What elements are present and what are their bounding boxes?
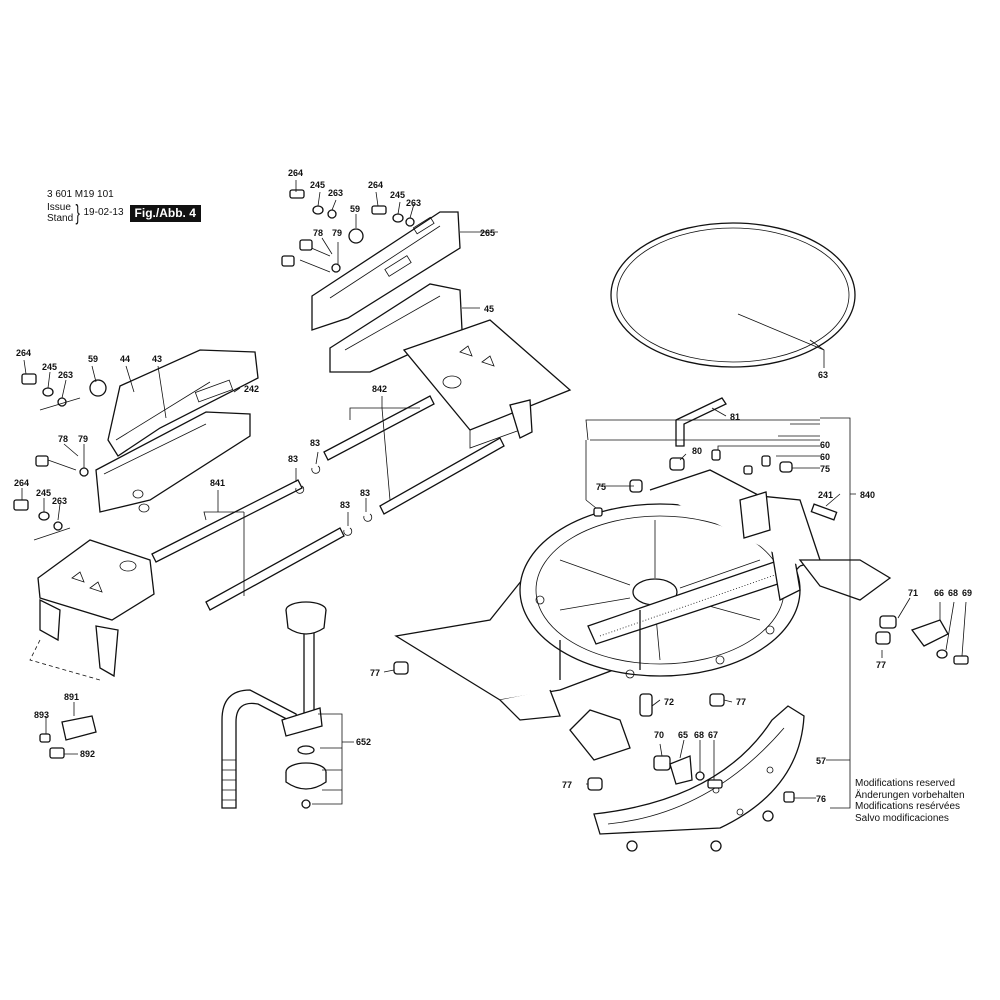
fence-plate-265 xyxy=(311,211,461,331)
callout-892: 892 xyxy=(80,749,95,759)
callout-68: 68 xyxy=(694,730,704,740)
callout-70: 70 xyxy=(654,730,664,740)
callout-77: 77 xyxy=(370,668,380,678)
callout-60: 60 xyxy=(820,452,830,462)
stand-label: Stand xyxy=(47,213,74,224)
note-line: Änderungen vorbehalten xyxy=(855,789,965,801)
fence-44 xyxy=(107,349,259,457)
ring-part-63 xyxy=(610,222,856,368)
fence-43 xyxy=(95,411,251,513)
callout-57: 57 xyxy=(816,756,826,766)
note-line: Modifications resérvées xyxy=(855,801,961,812)
callout-45: 45 xyxy=(484,304,494,314)
callout-79: 79 xyxy=(332,228,342,238)
rod-841 xyxy=(151,479,345,611)
callout-891: 891 xyxy=(64,692,79,702)
callout-78: 78 xyxy=(58,434,68,444)
callout-242: 242 xyxy=(244,384,259,394)
callout-840: 840 xyxy=(860,490,875,500)
callout-44: 44 xyxy=(120,354,130,364)
callout-245: 245 xyxy=(390,190,405,200)
callout-83: 83 xyxy=(340,500,350,510)
callout-264: 264 xyxy=(16,348,31,358)
callout-263: 263 xyxy=(328,188,343,198)
callout-77: 77 xyxy=(736,697,746,707)
callout-68: 68 xyxy=(948,588,958,598)
allen-key-81 xyxy=(675,397,727,447)
modification-notes: Modifications reserved Änderungen vorbeh… xyxy=(855,778,965,824)
callout-83: 83 xyxy=(310,438,320,448)
callout-245: 245 xyxy=(42,362,57,372)
callout-72: 72 xyxy=(664,697,674,707)
figure-badge: Fig./Abb. 4 xyxy=(129,204,201,222)
callout-264: 264 xyxy=(288,168,303,178)
callout-264: 264 xyxy=(368,180,383,190)
callout-263: 263 xyxy=(58,370,73,380)
callout-69: 69 xyxy=(962,588,972,598)
callout-245: 245 xyxy=(36,488,51,498)
part-number: 3 601 M19 101 xyxy=(47,189,114,200)
fence-45 xyxy=(329,283,572,449)
callout-83: 83 xyxy=(288,454,298,464)
clamp-652 xyxy=(221,601,327,809)
callout-60: 60 xyxy=(820,440,830,450)
callout-76: 76 xyxy=(816,794,826,804)
issue-labels: Issue Stand xyxy=(47,202,73,224)
callout-245: 245 xyxy=(310,180,325,190)
callout-79: 79 xyxy=(78,434,88,444)
callout-83: 83 xyxy=(360,488,370,498)
callout-842: 842 xyxy=(372,384,387,394)
issue-label: Issue xyxy=(47,202,71,213)
callout-263: 263 xyxy=(52,496,67,506)
callout-67: 67 xyxy=(708,730,718,740)
callout-43: 43 xyxy=(152,354,162,364)
callout-78: 78 xyxy=(313,228,323,238)
callout-652: 652 xyxy=(356,737,371,747)
note-line: Modifications reserved xyxy=(855,778,956,789)
brace-glyph: } xyxy=(75,200,81,225)
callout-71: 71 xyxy=(908,588,918,598)
callout-265: 265 xyxy=(480,228,495,238)
leader-lines xyxy=(21,180,967,809)
callout-65: 65 xyxy=(678,730,688,740)
issue-block: Issue Stand } 19-02-13 Fig./Abb. 4 xyxy=(47,202,201,224)
callout-80: 80 xyxy=(692,446,702,456)
callout-66: 66 xyxy=(934,588,944,598)
callout-841: 841 xyxy=(210,478,225,488)
callout-81: 81 xyxy=(730,412,740,422)
issue-date: 19-02-13 xyxy=(83,207,124,218)
small-hardware xyxy=(13,189,969,803)
callout-63: 63 xyxy=(818,370,828,380)
callouts: 264 245 263 264 245 263 59 265 78 79 45 … xyxy=(14,168,972,804)
callout-75: 75 xyxy=(596,482,606,492)
note-line: Salvo modificaciones xyxy=(855,812,949,824)
rod-842 xyxy=(323,395,505,515)
left-extension-table xyxy=(29,539,155,681)
callout-77: 77 xyxy=(562,780,572,790)
callout-77: 77 xyxy=(876,660,886,670)
callout-59: 59 xyxy=(350,204,360,214)
callout-264: 264 xyxy=(14,478,29,488)
callout-893: 893 xyxy=(34,710,49,720)
callout-75: 75 xyxy=(820,464,830,474)
callout-263: 263 xyxy=(406,198,421,208)
callout-59: 59 xyxy=(88,354,98,364)
bevel-scale-57 xyxy=(593,705,805,852)
turntable-base xyxy=(394,469,892,761)
callout-241: 241 xyxy=(818,490,833,500)
